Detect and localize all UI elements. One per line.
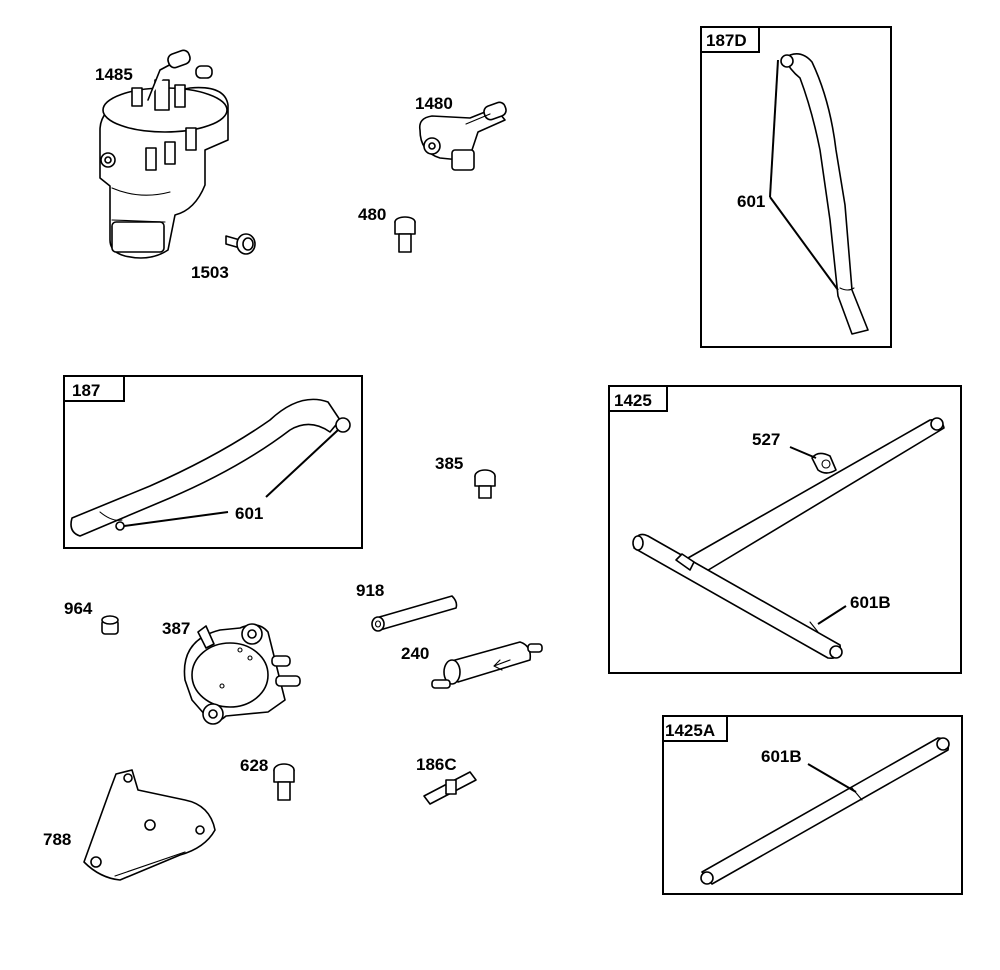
- box-1425a: 1425A 601B: [662, 715, 963, 895]
- box-1425a-title: 1425A: [665, 721, 715, 740]
- label-1503: 1503: [191, 263, 229, 282]
- box-187: 187 601: [63, 375, 363, 549]
- part-628-bolt: [273, 763, 295, 801]
- label-240: 240: [401, 644, 429, 663]
- box-187-callout-601: 601: [235, 504, 263, 523]
- part-1503-screw: [225, 233, 256, 255]
- part-918-tube: [371, 595, 458, 632]
- part-186c-fitting: [423, 771, 477, 805]
- box-1425-callout-601b: 601B: [850, 593, 891, 612]
- label-788: 788: [43, 830, 71, 849]
- box-187-title: 187: [72, 381, 100, 400]
- label-385: 385: [435, 454, 463, 473]
- label-1480: 1480: [415, 94, 453, 113]
- label-964: 964: [64, 599, 93, 618]
- box-187d-title: 187D: [706, 31, 747, 50]
- part-1480-sensor: [418, 101, 507, 171]
- part-385-screw: [474, 469, 496, 499]
- box-1425-callout-527: 527: [752, 430, 780, 449]
- part-1485-fuel-module: [99, 49, 229, 259]
- part-240-fuel-filter: [431, 641, 543, 689]
- part-387-fuel-pump: [183, 623, 301, 725]
- label-628: 628: [240, 756, 268, 775]
- box-1425: 1425 527 601B: [608, 385, 962, 674]
- label-480: 480: [358, 205, 386, 224]
- part-964-cap: [101, 615, 119, 635]
- box-1425a-callout-601b: 601B: [761, 747, 802, 766]
- box-187d-callout-601: 601: [737, 192, 765, 211]
- label-387: 387: [162, 619, 190, 638]
- part-480-bolt: [394, 216, 416, 253]
- label-918: 918: [356, 581, 384, 600]
- label-1485: 1485: [95, 65, 133, 84]
- box-187d: 187D 601: [700, 26, 892, 348]
- part-788-bracket: [83, 769, 216, 881]
- label-186c: 186C: [416, 755, 457, 774]
- box-1425-title: 1425: [614, 391, 652, 410]
